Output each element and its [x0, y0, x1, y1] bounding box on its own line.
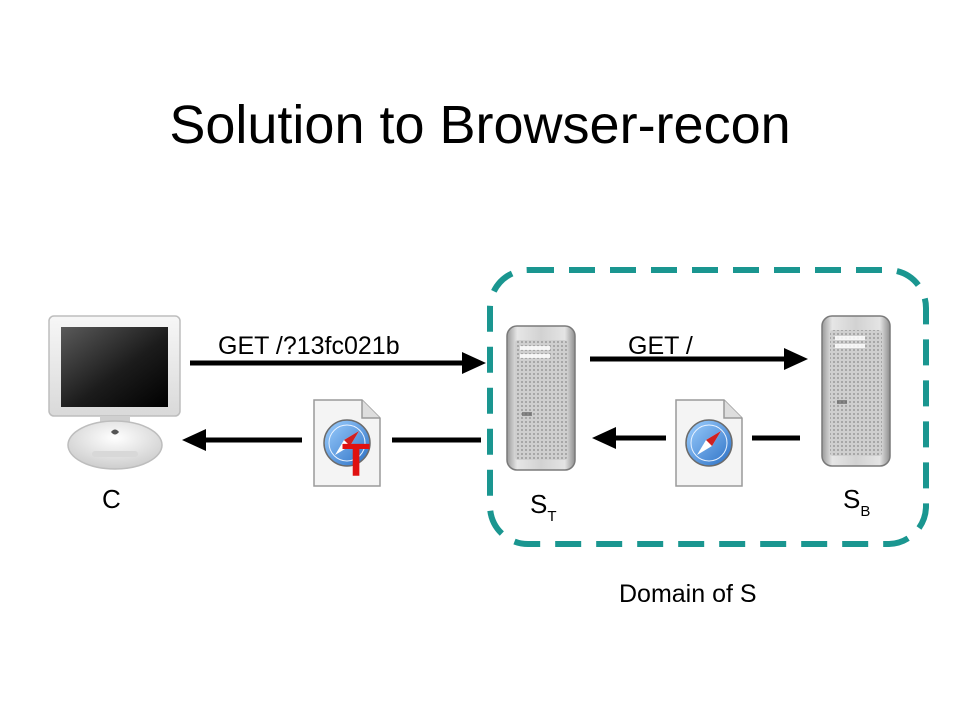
server-b-label-sub: B [860, 503, 871, 520]
request-label-server: GET / [628, 332, 693, 360]
slide-title: Solution to Browser-recon [169, 95, 791, 155]
request-label-client: GET /?13fc021b [218, 332, 400, 360]
domain-label: Domain of S [619, 580, 757, 608]
server-b-label: SB [843, 484, 871, 520]
request-arrow-st-to-sb [590, 348, 808, 370]
browser-document-icon [313, 399, 381, 487]
response-arrow-st-to-c [182, 429, 481, 451]
request-arrow-c-to-st [190, 352, 486, 374]
server-t-label: ST [530, 489, 557, 525]
server-t-label-main: S [530, 489, 548, 519]
server-tower-icon [506, 325, 576, 471]
browser-document-icon [675, 399, 743, 487]
server-t-label-sub: T [547, 508, 557, 525]
response-arrow-sb-to-st [592, 427, 800, 449]
server-b-label-main: S [843, 484, 861, 514]
tag-marker: T [342, 434, 370, 486]
computer-icon [48, 315, 181, 470]
domain-boundary [487, 267, 929, 547]
server-tower-icon [821, 315, 891, 467]
client-label: C [102, 484, 121, 514]
